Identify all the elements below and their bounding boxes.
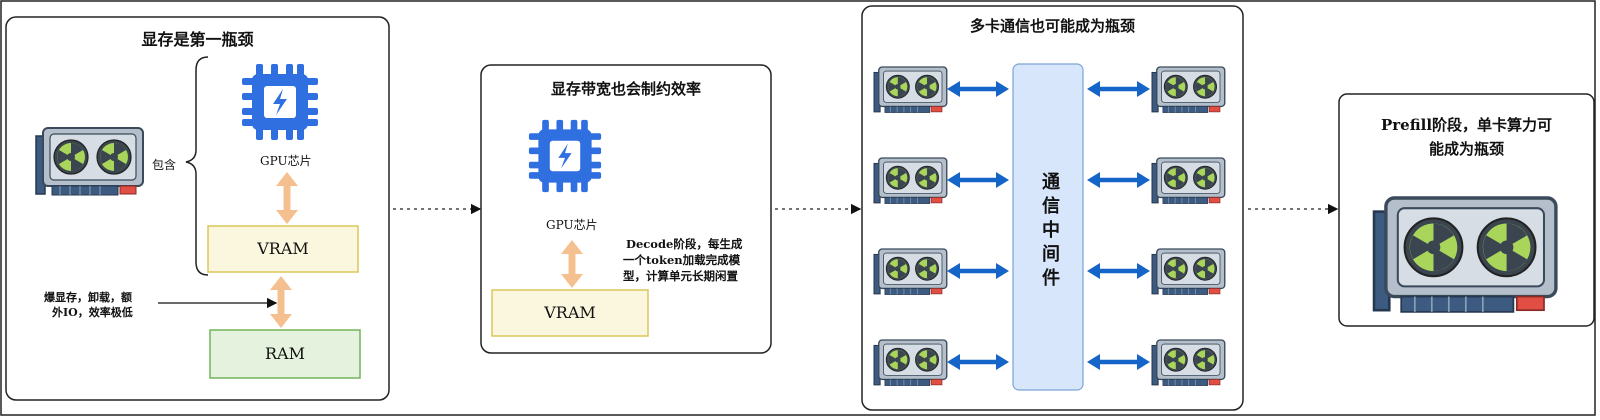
- decode-note-line1: Decode阶段，每生成: [626, 237, 743, 251]
- panel2-title: 显存带宽也会制约效率: [550, 80, 701, 98]
- panel3-title: 多卡通信也可能成为瓶颈: [969, 17, 1135, 35]
- ram-label: RAM: [265, 344, 305, 363]
- vram-ram-arrow-icon: [270, 276, 292, 328]
- panel4-title-line2: 能成为瓶颈: [1428, 140, 1504, 158]
- bidirectional-arrow-icon: [947, 81, 1009, 97]
- contains-label: 包含: [152, 158, 177, 172]
- decode-note-line3: 型，计算单元长期闲置: [623, 269, 738, 283]
- bidirectional-arrow-icon: [1087, 81, 1150, 97]
- bidirectional-arrow-icon: [1087, 263, 1150, 279]
- gpu-card-icon: [1372, 196, 1558, 314]
- gpu-card-icon: [873, 157, 948, 205]
- chip-vram-arrow-icon: [561, 240, 583, 288]
- panel4-title-line1: Prefill阶段，单卡算力可: [1380, 116, 1553, 134]
- vram-box: [207, 225, 359, 273]
- bidirectional-arrow-icon: [947, 354, 1009, 370]
- gpu-card-icon: [1151, 66, 1226, 114]
- bidirectional-arrow-icon: [1087, 172, 1150, 188]
- bidirectional-arrow-icon: [947, 172, 1009, 188]
- oom-note-line2: 外IO，效率极低: [52, 306, 133, 319]
- vram-label: VRAM: [544, 303, 596, 322]
- gpu-card-icon: [873, 339, 948, 387]
- gpu-card-icon: [873, 66, 948, 114]
- panel1-title: 显存是第一瓶颈: [141, 30, 254, 49]
- link-arrows: [947, 81, 1150, 370]
- ram-box: [209, 329, 361, 379]
- gpu-card-icon: [1151, 339, 1226, 387]
- gpu-chip-label: GPU芯片: [260, 154, 312, 168]
- gpu-card-icon: [35, 127, 144, 196]
- gpu-card-icon: [1151, 157, 1226, 205]
- bidirectional-arrow-icon: [947, 263, 1009, 279]
- middleware-box: [1012, 63, 1084, 391]
- bidirectional-arrow-icon: [1087, 354, 1150, 370]
- vram-label: VRAM: [257, 239, 309, 258]
- middleware-label: 通信中间件: [1039, 172, 1060, 292]
- vram-box: [491, 289, 649, 337]
- gpu-chip-label: GPU芯片: [546, 218, 598, 232]
- oom-note-line1: 爆显存，卸载，额: [44, 291, 132, 304]
- gpu-card-icon: [873, 248, 948, 296]
- contains-brace: [185, 56, 209, 276]
- decode-note-line2: 一个token加载完成模: [623, 253, 741, 267]
- gpu-card-icon: [1151, 248, 1226, 296]
- chip-vram-arrow-icon: [276, 172, 298, 224]
